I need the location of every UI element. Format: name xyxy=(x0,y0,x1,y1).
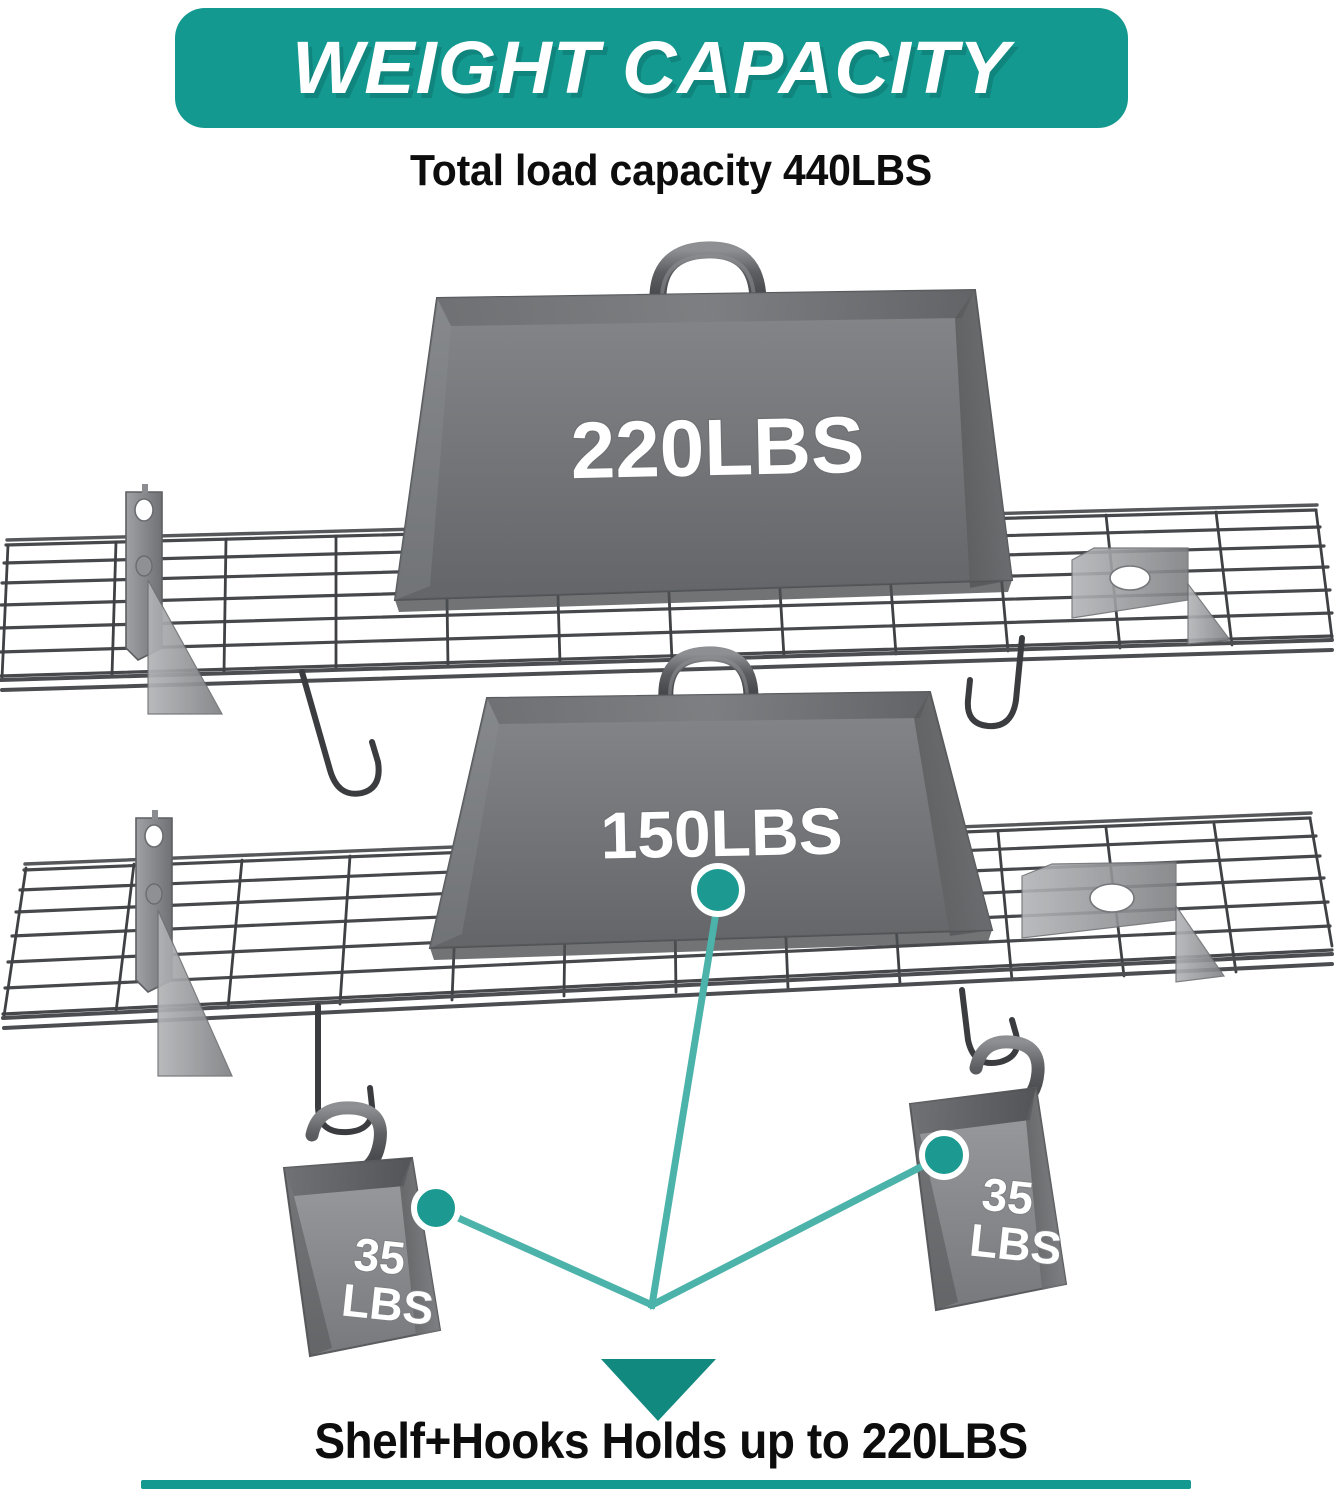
upper-shelf: 220LBS xyxy=(0,241,1334,797)
upper-shelf-back-rail xyxy=(5,503,1319,542)
leader-line-center xyxy=(647,895,723,1310)
upper-shelf-hook-right xyxy=(964,635,1025,730)
bottom-caption: Shelf+Hooks Holds up to 220LBS xyxy=(314,1413,1028,1469)
bottom-rule xyxy=(141,1480,1191,1489)
upper-shelf-mount-bracket-left xyxy=(125,484,224,715)
left-hook-weight-label-value: 35 xyxy=(352,1228,408,1285)
lower-shelf-back-rail xyxy=(23,811,1313,866)
upper-shelf-weight-label: 220LBS xyxy=(570,400,865,495)
callout-leader-lines xyxy=(431,895,949,1310)
lower-shelf-cross-wires xyxy=(2,816,1334,1018)
lower-shelf-wire-deck xyxy=(1,816,1334,1016)
right-hook-weight-label-unit: LBS xyxy=(967,1213,1064,1274)
lower-shelf-weight: 150LBS xyxy=(428,646,994,960)
right-hook-weight-label-value: 35 xyxy=(980,1168,1036,1225)
lower-shelf-hook-left xyxy=(315,1003,376,1136)
upper-shelf-wire-deck xyxy=(0,508,1334,678)
callout-dot-right xyxy=(919,1130,969,1180)
upper-shelf-mount-bracket-right xyxy=(1071,547,1232,645)
leader-line-left xyxy=(431,1203,657,1310)
lower-shelf-mount-bracket-left xyxy=(135,810,233,1077)
upper-shelf-cross-wires xyxy=(0,508,1334,680)
lower-shelf-weight-label: 150LBS xyxy=(600,793,844,872)
upper-shelf-hook-left xyxy=(299,669,382,797)
lower-shelf-mount-bracket-right xyxy=(1021,861,1226,983)
left-hook-weight-label-unit: LBS xyxy=(339,1273,436,1334)
upper-shelf-weight: 220LBS xyxy=(393,241,1014,612)
callout-dots xyxy=(411,863,969,1233)
callout-dot-center xyxy=(691,863,745,917)
callout-dot-left xyxy=(411,1183,461,1233)
lower-shelf: 150LBS xyxy=(1,646,1334,1136)
lower-shelf-hook-right xyxy=(959,987,1021,1066)
header-banner: WEIGHT CAPACITY xyxy=(175,8,1128,128)
page-title: WEIGHT CAPACITY xyxy=(292,26,1011,109)
left-hook-weight: 35 LBS xyxy=(282,1101,442,1358)
subtitle-total-capacity: Total load capacity 440LBS xyxy=(410,146,932,195)
leader-line-right xyxy=(647,1150,949,1310)
lower-shelf-front-rail xyxy=(1,952,1334,1030)
upper-shelf-front-rail xyxy=(0,638,1334,692)
right-hook-weight: 35 LBS xyxy=(908,1035,1068,1312)
